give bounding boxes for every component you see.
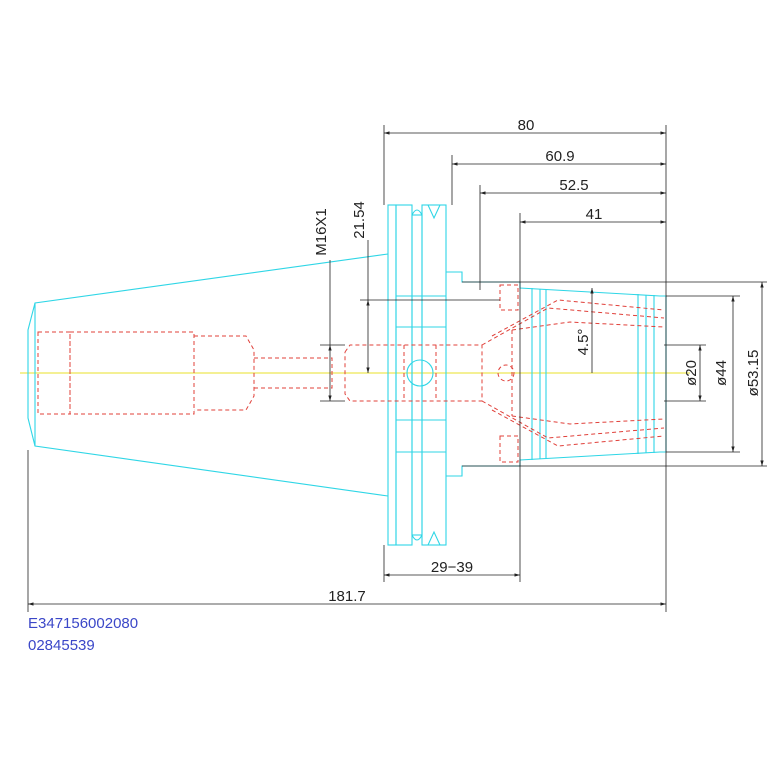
- dim-total-length: 181.7: [328, 588, 366, 605]
- holder-outline: [27, 204, 667, 546]
- dim-length-80: 80: [518, 117, 535, 134]
- dim-range-29-39: 29−39: [431, 559, 473, 576]
- dim-thread-m16x1: M16X1: [313, 208, 330, 256]
- dim-length-52-5: 52.5: [559, 177, 588, 194]
- dim-angle-4-5: 4.5°: [575, 329, 592, 356]
- dim-diameter-44: ø44: [713, 360, 730, 386]
- order-number: 02845539: [28, 637, 95, 654]
- dim-length-41: 41: [586, 206, 603, 223]
- part-number: E347156002080: [28, 615, 138, 632]
- dim-diameter-53-15: ø53.15: [745, 350, 762, 397]
- dimension-lines: [27, 125, 767, 612]
- dim-diameter-20: ø20: [683, 360, 700, 386]
- internal-bore-hidden-lines: [37, 284, 665, 463]
- dim-length-60-9: 60.9: [545, 148, 574, 165]
- dim-height-21-54: 21.54: [351, 201, 368, 239]
